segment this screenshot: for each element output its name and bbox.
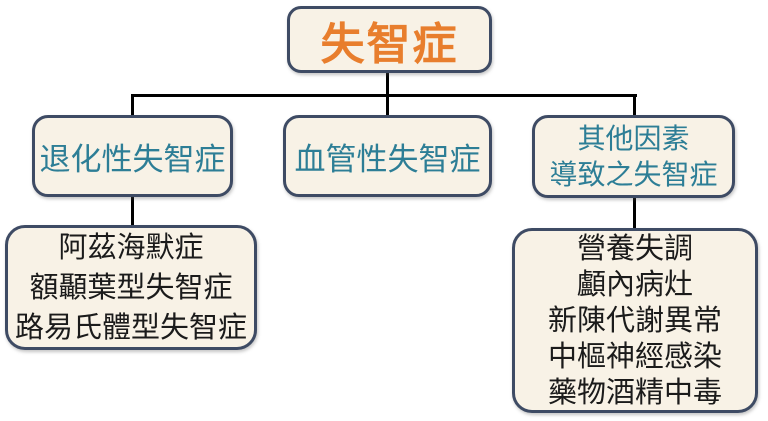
connector-degenerative-to-subtypes bbox=[131, 195, 134, 227]
connector-to-vascular bbox=[386, 94, 389, 117]
node-other-factors-dementia-label-line2: 導致之失智症 bbox=[549, 158, 718, 190]
node-other-factors-dementia: 其他因素 導致之失智症 bbox=[532, 115, 735, 198]
node-degenerative-dementia-label: 退化性失智症 bbox=[39, 141, 226, 177]
subtype-metabolic-disorder: 新陳代謝異常 bbox=[547, 304, 722, 337]
node-degenerative-subtypes: 阿茲海默症 額顳葉型失智症 路易氏體型失智症 bbox=[5, 225, 257, 350]
connector-to-other bbox=[633, 94, 636, 117]
subtype-malnutrition: 營養失調 bbox=[576, 232, 693, 265]
node-dementia-root-label: 失智症 bbox=[320, 19, 459, 69]
node-vascular-dementia-label: 血管性失智症 bbox=[294, 141, 481, 177]
subtype-intracranial-lesion: 顱內病灶 bbox=[576, 268, 693, 301]
connector-horizontal-bus bbox=[131, 94, 637, 97]
node-degenerative-dementia: 退化性失智症 bbox=[32, 115, 233, 197]
connector-root-vertical bbox=[386, 73, 389, 97]
subtype-lewy-body: 路易氏體型失智症 bbox=[14, 311, 247, 344]
node-other-factor-subtypes: 營養失調 顱內病灶 新陳代謝異常 中樞神經感染 藥物酒精中毒 bbox=[512, 228, 758, 413]
subtype-drug-alcohol-toxicity: 藥物酒精中毒 bbox=[547, 376, 722, 409]
node-other-factors-dementia-label-line1: 其他因素 bbox=[577, 122, 690, 154]
node-dementia-root: 失智症 bbox=[287, 6, 492, 73]
subtype-alzheimers: 阿茲海默症 bbox=[58, 231, 204, 264]
subtype-cns-infection: 中樞神經感染 bbox=[547, 340, 722, 373]
subtype-frontotemporal: 額顳葉型失智症 bbox=[29, 271, 233, 304]
connector-other-to-subtypes bbox=[633, 196, 636, 230]
connector-to-degenerative bbox=[131, 94, 134, 117]
node-vascular-dementia: 血管性失智症 bbox=[283, 115, 492, 197]
